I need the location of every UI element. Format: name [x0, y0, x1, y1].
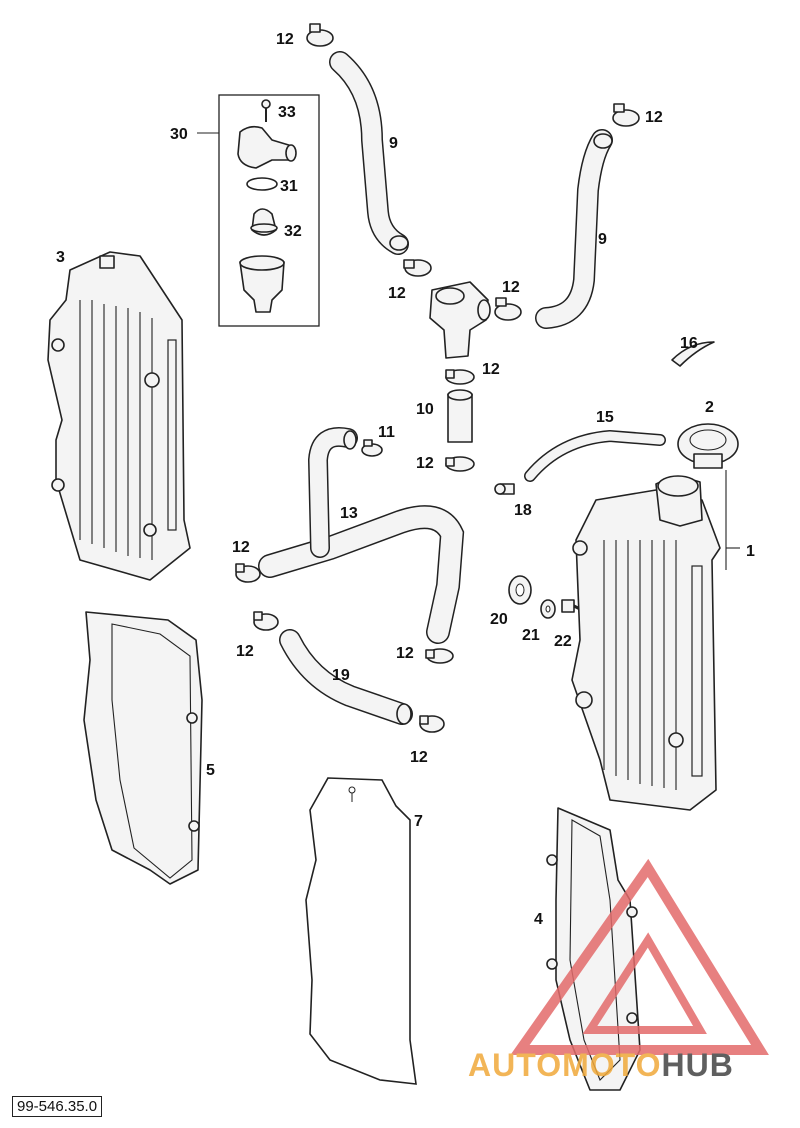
o-ring-31	[246, 177, 278, 191]
callout-7: 7	[414, 813, 423, 830]
clamp-19-right	[419, 715, 445, 733]
callout-30: 30	[170, 126, 188, 143]
callout-11: 11	[378, 424, 395, 441]
radiator-left-3	[47, 251, 191, 581]
automotohub-watermark: AUTOMOTOHUB	[468, 858, 769, 1083]
callout-32: 32	[284, 223, 302, 240]
thermostat-housing-base	[239, 255, 285, 313]
radiator-right-1	[571, 475, 721, 811]
clamp-mid-left	[403, 259, 432, 277]
reference-code: 99-546.35.0	[12, 1096, 103, 1117]
water-pump-housing	[429, 281, 491, 359]
callout-9: 9	[598, 231, 607, 248]
callout-9: 9	[389, 135, 398, 152]
clamp-19-left	[253, 611, 279, 631]
hose-19	[279, 629, 413, 725]
thermostat-housing-cover	[237, 125, 297, 169]
screw-33	[261, 99, 271, 122]
hose-10	[447, 389, 473, 443]
callout-18: 18	[514, 502, 532, 519]
grommet-20	[508, 575, 532, 605]
callout-13: 13	[340, 505, 358, 522]
clamp-mid-right	[494, 297, 522, 321]
callout-12: 12	[236, 643, 254, 660]
thermostat-32	[250, 208, 278, 236]
callout-12: 12	[388, 285, 406, 302]
clamp-13-left	[235, 563, 261, 583]
thermostat-kit-group	[197, 94, 320, 327]
callout-2: 2	[705, 399, 714, 416]
callout-15: 15	[596, 409, 614, 426]
callout-12: 12	[410, 749, 428, 766]
callout-3: 3	[56, 249, 65, 266]
watermark-text: AUTOMOTOHUB	[468, 1047, 734, 1083]
callout-20: 20	[490, 611, 508, 628]
callout-12: 12	[232, 539, 250, 556]
callout-19: 19	[332, 667, 350, 684]
clamp-13-right	[425, 648, 454, 664]
gasket-7	[305, 777, 417, 1085]
callout-31: 31	[280, 178, 298, 195]
radiator-shroud-5	[83, 611, 203, 885]
hose-13	[258, 427, 465, 644]
washer-21	[540, 599, 556, 619]
clip-16	[671, 341, 715, 367]
kit-frame	[218, 94, 320, 327]
overflow-hose-15	[524, 429, 666, 482]
radiator-shroud-4	[546, 807, 641, 1091]
callout-16: 16	[680, 335, 698, 352]
callout-12: 12	[482, 361, 500, 378]
callout-10: 10	[416, 401, 434, 418]
callout-1: 1	[746, 543, 755, 560]
callout-22: 22	[554, 633, 572, 650]
callout-12: 12	[502, 279, 520, 296]
callout-5: 5	[206, 762, 215, 779]
clamp-top-left	[306, 23, 334, 47]
radiator-cap-2	[677, 423, 739, 469]
clamp-pump-top	[445, 369, 475, 385]
callout-12: 12	[396, 645, 414, 662]
callout-12: 12	[276, 31, 294, 48]
clamp-top-right	[612, 103, 640, 127]
callout-21: 21	[522, 627, 540, 644]
callout-4: 4	[534, 911, 543, 928]
clamp-pump-bottom	[445, 456, 475, 472]
callout-12: 12	[416, 455, 434, 472]
callout-33: 33	[278, 104, 296, 121]
hose-clamps	[235, 23, 640, 733]
nipple-18	[494, 483, 515, 495]
callout-labels: 12 30 33 31 32 9 12 9 3 12 12 16 12 10 1…	[56, 31, 755, 928]
clip-11	[361, 439, 383, 457]
callout-12: 12	[645, 109, 663, 126]
